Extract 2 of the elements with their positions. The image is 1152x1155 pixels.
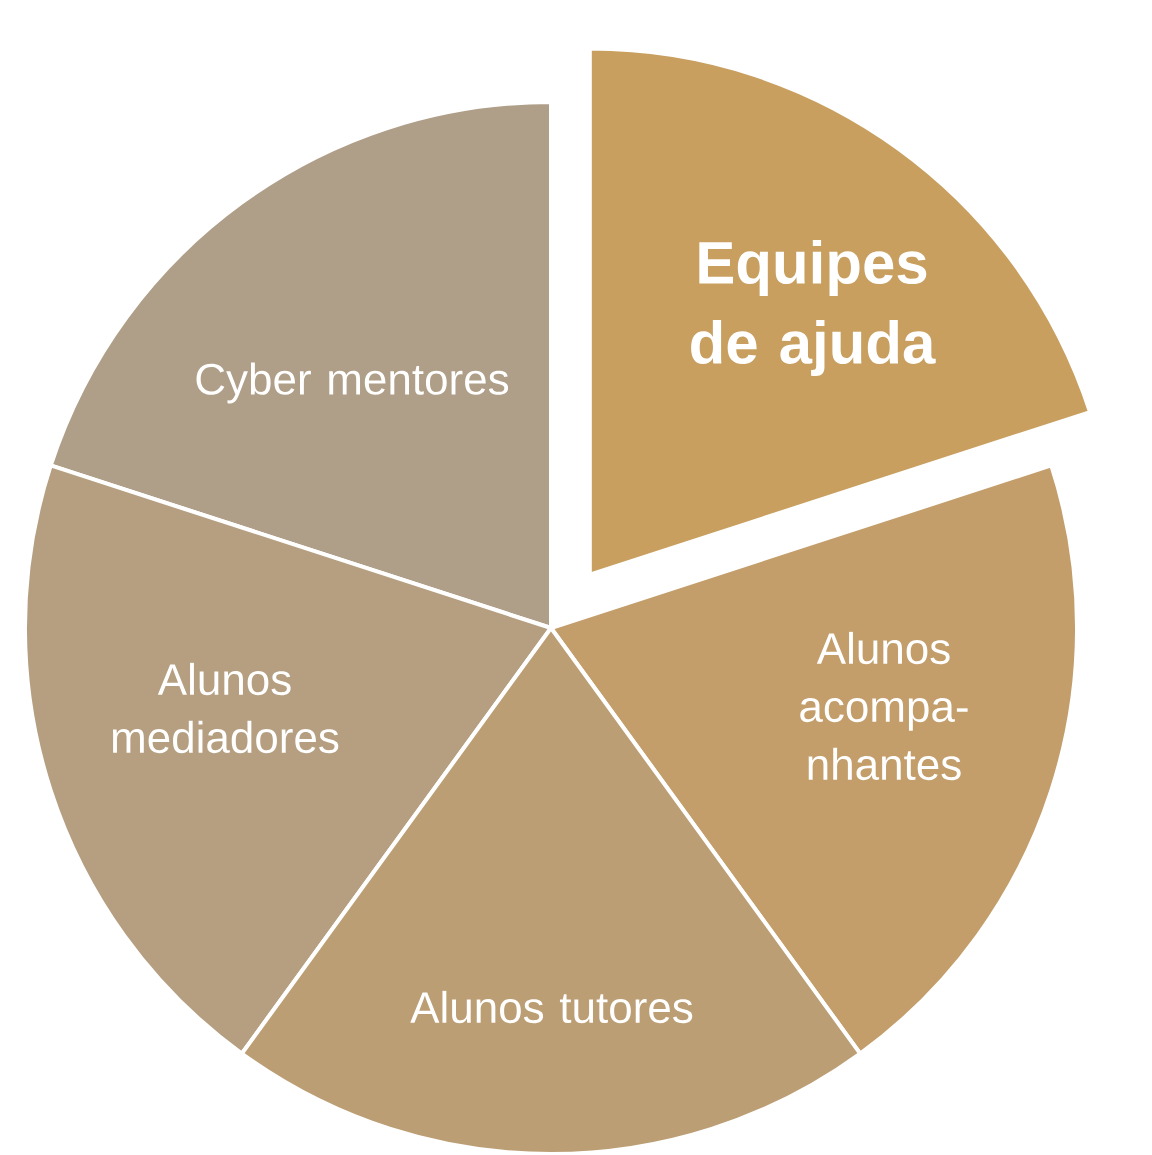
- pie-slice: Equipes de ajuda: [587, 46, 1093, 577]
- pie-slice: Cyber mentores: [48, 100, 553, 630]
